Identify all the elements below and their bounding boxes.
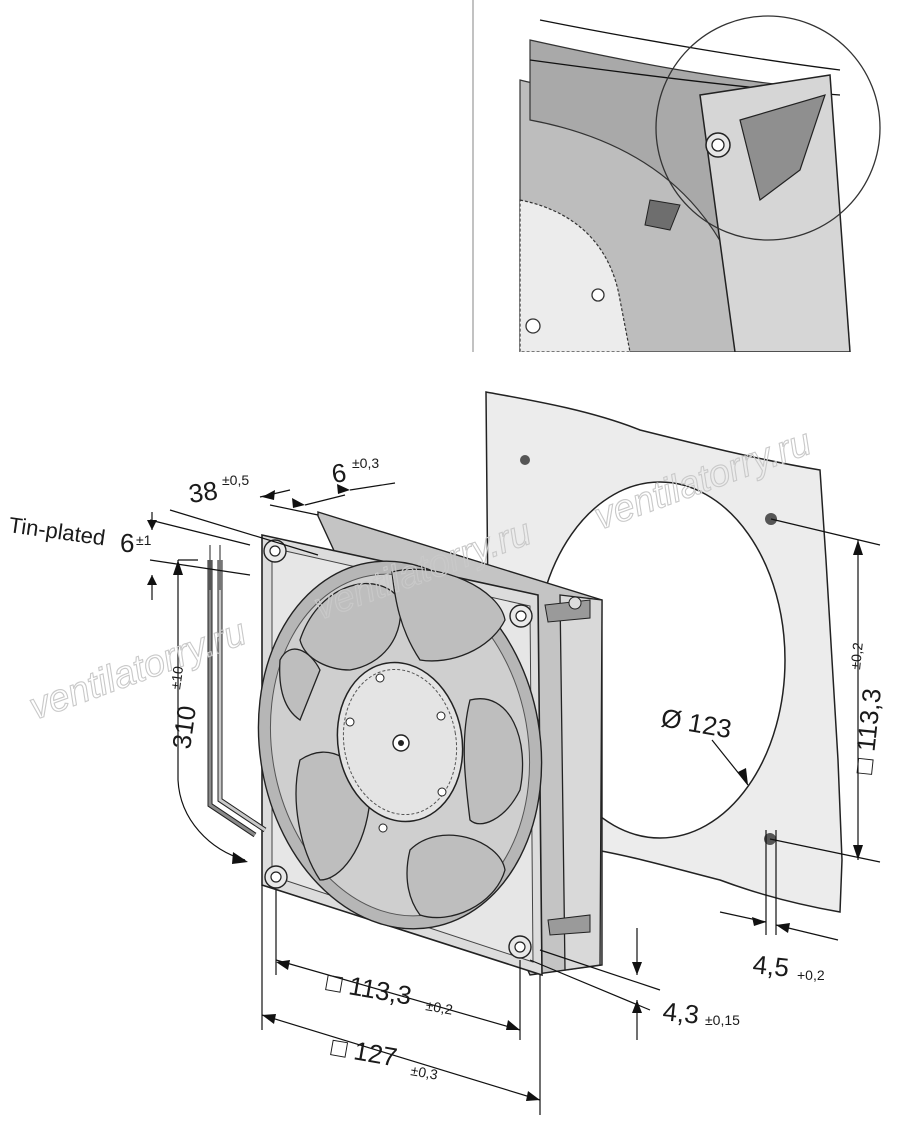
mount-spacing-bottom: □ 113,3 (324, 966, 414, 1010)
fan-body (257, 511, 603, 977)
depth-value: 38 (187, 475, 220, 509)
tin-plated-label: Tin-plated (7, 512, 107, 550)
dimension-lines (149, 482, 881, 1115)
wire-length-tol: ±10 (167, 665, 186, 690)
depth-tol: ±0,5 (222, 472, 249, 488)
mount-spacing-right: □ 113,3 (848, 687, 887, 776)
dimension-labels: Tin-plated 6 ±1 38 ±0,5 6 ±0,3 310 ±10 Ø… (7, 455, 887, 1083)
dimension-arrows (147, 484, 863, 1101)
detail-inset (472, 0, 900, 352)
hole-dia-fan: 4,3 (661, 996, 700, 1030)
hole-dia-tol: +0,2 (797, 967, 825, 983)
flange-tol: ±0,3 (352, 455, 379, 471)
mount-spacing-right-tol: ±0,2 (847, 641, 866, 670)
wire-length-value: 310 (166, 704, 202, 751)
flange-value: 6 (330, 457, 349, 489)
wire-strip-tol: ±1 (136, 532, 152, 548)
wire-strip-value: 6 (120, 528, 134, 558)
lead-wires (207, 545, 267, 838)
hole-dia: 4,5 (751, 949, 790, 983)
frame-size-tol: ±0,3 (409, 1062, 439, 1083)
mount-spacing-bottom-tol: ±0,2 (424, 997, 454, 1018)
hole-dia-fan-tol: ±0,15 (705, 1012, 740, 1028)
frame-size: □ 127 (329, 1031, 400, 1072)
